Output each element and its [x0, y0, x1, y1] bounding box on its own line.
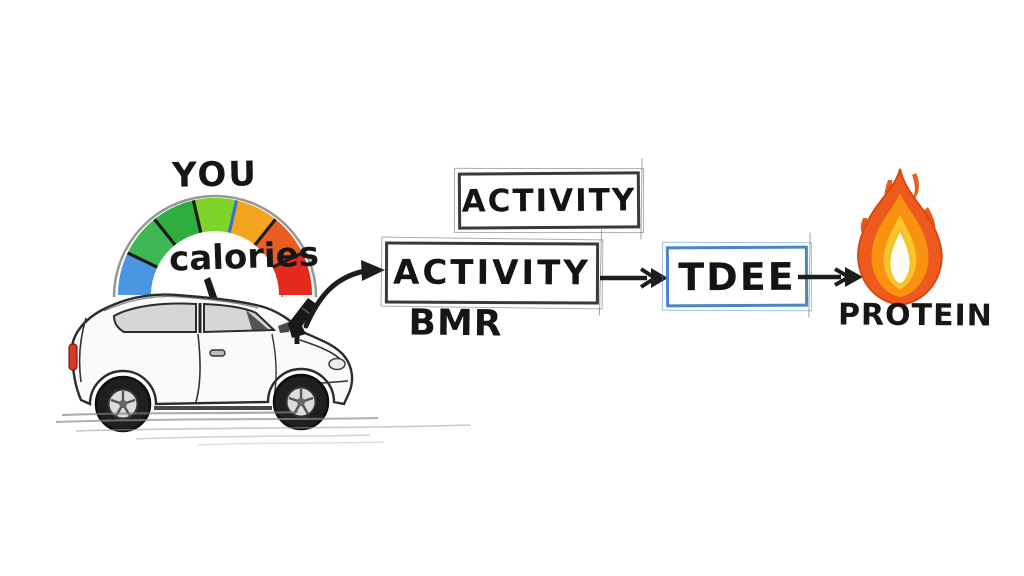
- activity-main-box: ACTIVITY: [384, 241, 600, 305]
- car-a-pillar-shading: [246, 310, 268, 330]
- tdee-label: TDEE: [678, 254, 796, 299]
- car-door-seam: [195, 333, 201, 403]
- flame-core: [887, 225, 913, 287]
- car-side-mirror: [278, 321, 291, 333]
- activity-top-label: ACTIVITY: [461, 181, 637, 220]
- gauge-segment-5: [229, 200, 276, 245]
- flame-icon: [857, 168, 943, 307]
- fuel-nozzle-icon: [288, 298, 318, 344]
- ground-shading: [55, 410, 471, 446]
- tdee-box: TDEE: [665, 245, 809, 308]
- gauge-ticks: [126, 200, 304, 269]
- car-roof-sketch-line: [103, 295, 259, 312]
- arrow-car-to-activity-icon: [303, 260, 385, 329]
- gauge-blue-tick: [227, 200, 239, 233]
- car-hatch-seam: [78, 317, 87, 383]
- gauge-segment-3: [154, 200, 201, 245]
- car-headlight: [328, 357, 346, 371]
- car-rear-wheel: [94, 375, 152, 433]
- bmr-label: BMR: [408, 302, 503, 345]
- car-door-handle: [209, 349, 226, 357]
- car-front-wheel: [272, 373, 330, 431]
- activity-top-box: ACTIVITY: [457, 171, 641, 230]
- calorie-gauge-icon: [112, 194, 318, 317]
- car-tail-light: [68, 343, 78, 371]
- gauge-segment-4: [193, 197, 237, 233]
- protein-label: PROTEIN: [837, 297, 993, 334]
- activity-main-label: ACTIVITY: [392, 252, 592, 294]
- gauge-outer-outline: [112, 194, 318, 298]
- arrow-activity-to-tdee-icon: [600, 267, 668, 289]
- car-rear-window: [112, 302, 197, 333]
- you-label: YOU: [171, 154, 259, 196]
- hatchback-car-sketch-icon: [68, 293, 354, 433]
- arrow-tdee-to-flame-icon: [798, 267, 863, 287]
